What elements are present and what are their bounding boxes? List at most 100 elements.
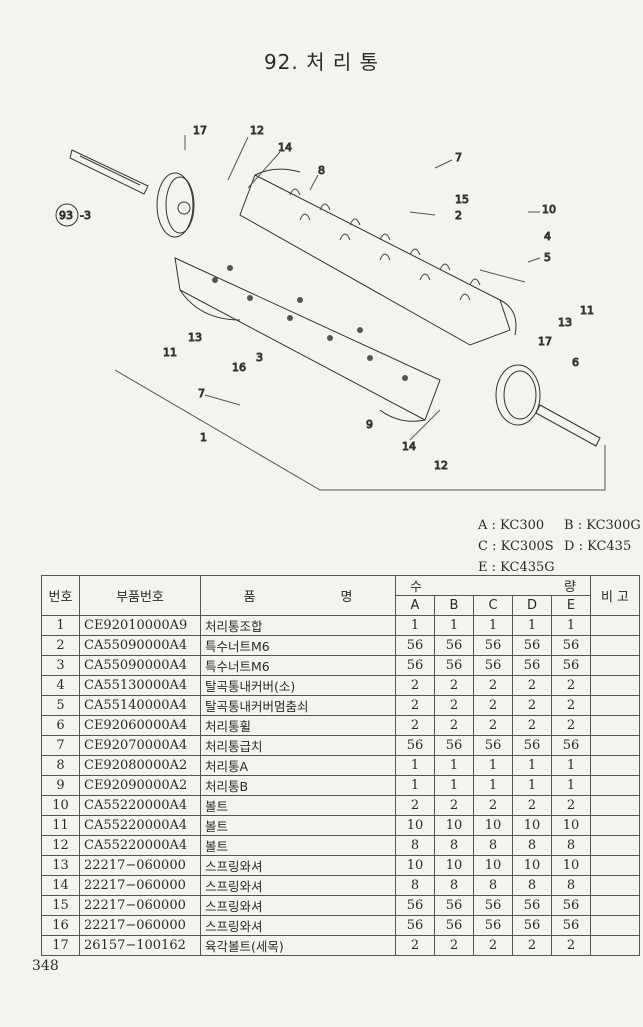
- part-name: 볼트: [200, 814, 396, 836]
- qty-e: 56: [551, 734, 591, 756]
- part-number: CA55220000A4: [79, 794, 201, 816]
- qty-a: 56: [395, 914, 435, 936]
- model-key: E: [478, 560, 488, 575]
- row-number: 6: [41, 714, 80, 736]
- part-number: CA55140000A4: [79, 694, 201, 716]
- wheel-right: [495, 364, 601, 447]
- row-number: 12: [41, 834, 80, 856]
- drum-half-b: [174, 257, 441, 422]
- qty-e: 56: [551, 914, 591, 936]
- exploded-diagram: 17 12 14 8 7 15 2 10 4 5 93 -3 11 13 17 …: [55, 124, 606, 491]
- drum-half-a: [239, 168, 517, 346]
- callout-17b: 17: [538, 335, 552, 348]
- model-name: KC435G: [500, 560, 555, 575]
- part-number: CE92090000A2: [79, 774, 201, 796]
- callout-14b: 14: [402, 440, 416, 453]
- qty-a: 2: [395, 674, 435, 696]
- row-number: 15: [41, 894, 80, 916]
- remarks: [590, 714, 640, 736]
- qty-c: 2: [473, 934, 513, 956]
- qty-b: 1: [434, 614, 474, 636]
- callout-3-ref: -3: [80, 209, 91, 222]
- callout-11: 11: [580, 304, 594, 317]
- qty-d: 2: [512, 714, 552, 736]
- remarks: [590, 934, 640, 956]
- qty-d: 8: [512, 834, 552, 856]
- model-name: KC435: [587, 539, 632, 554]
- qty-e: 56: [551, 894, 591, 916]
- part-name: 볼트: [200, 834, 396, 856]
- qty-a: 10: [395, 814, 435, 836]
- model-key: A: [478, 518, 488, 533]
- qty-c: 10: [473, 854, 513, 876]
- qty-b: 56: [434, 734, 474, 756]
- row-number: 7: [41, 734, 80, 756]
- qty-a: 1: [395, 614, 435, 636]
- qty-a: 1: [395, 754, 435, 776]
- callout-93: 93: [59, 209, 73, 222]
- part-number: 22217−060000: [79, 894, 201, 916]
- header-col-c: C: [473, 595, 513, 616]
- qty-e: 8: [551, 874, 591, 896]
- callout-7b: 7: [198, 387, 205, 400]
- part-number: 26157−100162: [79, 934, 201, 956]
- qty-e: 2: [551, 934, 591, 956]
- qty-e: 1: [551, 614, 591, 636]
- model-name: KC300: [500, 518, 545, 533]
- remarks: [590, 854, 640, 876]
- qty-d: 10: [512, 854, 552, 876]
- qty-c: 1: [473, 774, 513, 796]
- header-qty-2: 량: [564, 580, 576, 595]
- remarks: [590, 894, 640, 916]
- qty-a: 56: [395, 654, 435, 676]
- row-number: 2: [41, 634, 80, 656]
- header-name-1: 품: [243, 589, 256, 605]
- part-number: 22217−060000: [79, 914, 201, 936]
- part-name: 볼트: [200, 794, 396, 816]
- part-number: CA55090000A4: [79, 634, 201, 656]
- part-name: 처리통조합: [200, 614, 396, 636]
- callout-10: 10: [542, 203, 556, 216]
- qty-c: 56: [473, 654, 513, 676]
- qty-e: 1: [551, 754, 591, 776]
- callout-17: 17: [193, 124, 207, 137]
- row-number: 14: [41, 874, 80, 896]
- part-name: 특수너트M6: [200, 654, 396, 676]
- remarks: [590, 834, 640, 856]
- callout-9: 9: [366, 418, 373, 431]
- row-number: 10: [41, 794, 80, 816]
- part-name: 스프링와셔: [200, 914, 396, 936]
- qty-b: 56: [434, 894, 474, 916]
- qty-d: 56: [512, 634, 552, 656]
- qty-d: 56: [512, 894, 552, 916]
- page-number: 348: [32, 958, 59, 974]
- callout-12b: 12: [434, 459, 448, 472]
- row-number: 17: [41, 934, 80, 956]
- part-number: CA55220000A4: [79, 814, 201, 836]
- qty-c: 56: [473, 914, 513, 936]
- part-name: 처리통A: [200, 754, 396, 776]
- header-col-d: D: [512, 595, 552, 616]
- qty-b: 2: [434, 934, 474, 956]
- model-key: D: [564, 539, 575, 554]
- remarks: [590, 674, 640, 696]
- part-name: 처리통급치: [200, 734, 396, 756]
- qty-d: 2: [512, 934, 552, 956]
- remarks: [590, 914, 640, 936]
- qty-c: 2: [473, 714, 513, 736]
- part-name: 스프링와셔: [200, 874, 396, 896]
- qty-b: 1: [434, 754, 474, 776]
- qty-d: 2: [512, 674, 552, 696]
- qty-a: 2: [395, 714, 435, 736]
